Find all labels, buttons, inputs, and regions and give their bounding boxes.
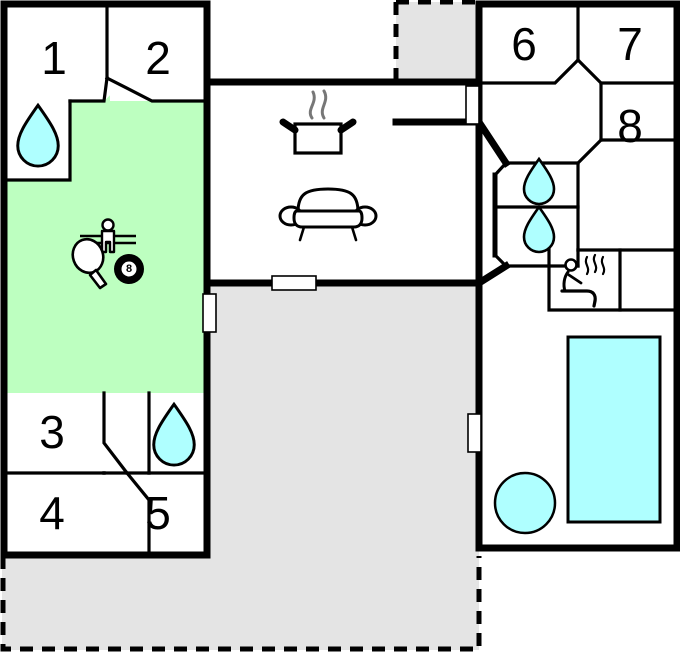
sauna-icon bbox=[560, 253, 606, 308]
terrace-mid bbox=[207, 283, 479, 558]
water-drop-icon bbox=[522, 156, 556, 206]
room-number-6: 6 bbox=[511, 18, 537, 70]
left-block bbox=[5, 8, 207, 555]
hot-tub bbox=[493, 471, 557, 535]
cooking-pot-icon bbox=[279, 89, 357, 155]
room-5-floor bbox=[110, 475, 207, 555]
room-1-floor bbox=[5, 8, 104, 101]
water-drop-icon bbox=[16, 102, 60, 168]
door-pool-side[interactable] bbox=[467, 413, 482, 453]
room-number-1: 1 bbox=[41, 32, 67, 84]
living-kitchen-floor bbox=[207, 82, 479, 283]
terrace-group bbox=[0, 0, 482, 652]
hall-lower-floor bbox=[104, 393, 149, 473]
room-number-5: 5 bbox=[145, 487, 171, 539]
doors-group bbox=[202, 85, 482, 453]
room-number-8: 8 bbox=[617, 100, 643, 152]
swimming-pool bbox=[566, 335, 662, 524]
door-terrace-top[interactable] bbox=[465, 85, 480, 125]
svg-text:8: 8 bbox=[126, 263, 132, 275]
room-2-floor bbox=[110, 8, 207, 101]
billiards-foosball-icon: 8 bbox=[71, 218, 144, 290]
room-number-3: 3 bbox=[39, 406, 65, 458]
room-number-7: 7 bbox=[617, 18, 643, 70]
room-number-2: 2 bbox=[145, 32, 171, 84]
water-drop-icon bbox=[522, 204, 556, 254]
structural-walls bbox=[0, 0, 680, 559]
door-hall-game[interactable] bbox=[202, 293, 217, 333]
sofa-icon bbox=[278, 187, 378, 242]
terrace-bottom-dashed-outline bbox=[0, 556, 482, 652]
terrace-bottom bbox=[2, 556, 479, 650]
room-number-4: 4 bbox=[39, 487, 65, 539]
water-drop-icon bbox=[152, 401, 196, 467]
interior-thin-walls bbox=[3, 3, 679, 557]
room-4-floor bbox=[5, 475, 104, 555]
room-3-floor bbox=[5, 393, 104, 473]
door-living-hall[interactable] bbox=[271, 275, 317, 291]
pool-area bbox=[493, 335, 662, 535]
